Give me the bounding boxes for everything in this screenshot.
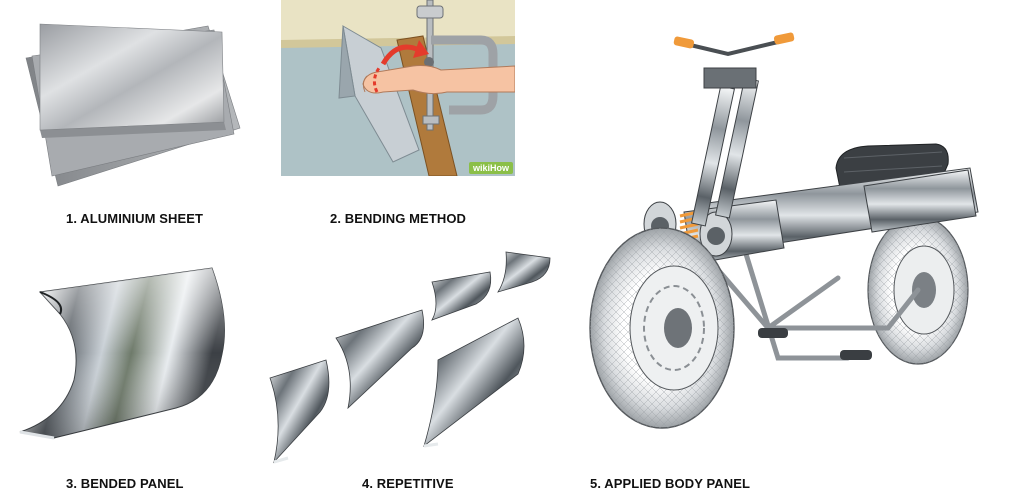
left-footpeg	[758, 328, 788, 338]
strip-piece-4	[269, 359, 330, 464]
strip-piece-1	[497, 251, 551, 293]
bend-arrow	[380, 44, 421, 66]
strip-piece-5	[423, 317, 525, 448]
frame	[705, 225, 921, 361]
strip-piece-3	[335, 309, 425, 410]
bended-panel-image	[16, 258, 236, 448]
right-grip	[773, 32, 795, 45]
strip-piece-2	[431, 271, 492, 321]
caption-bending-method: 2. BENDING METHOD	[330, 211, 467, 226]
front-wheel	[589, 227, 735, 429]
body-panel-rear	[863, 169, 977, 233]
caption-aluminium-sheet: 1. ALUMINIUM SHEET	[66, 211, 204, 226]
bending-method-illustration: wikiHow	[281, 0, 515, 176]
suspension-spring	[679, 210, 699, 242]
aluminium-sheet-image	[18, 18, 248, 198]
repetitive-panels-image	[262, 248, 554, 466]
left-grip	[673, 36, 695, 49]
sheet-edge	[40, 122, 226, 138]
right-footpeg	[840, 350, 872, 360]
watermark-text: wikiHow	[472, 163, 509, 173]
sheet-top	[39, 23, 225, 131]
watermark-badge: wikiHow	[468, 162, 513, 174]
front-fork	[691, 67, 759, 227]
caption-applied-body-panel: 5. APPLIED BODY PANEL	[590, 476, 751, 491]
caption-bended-panel: 3. BENDED PANEL	[66, 476, 184, 491]
caption-repetitive: 4. REPETITIVE	[362, 476, 454, 491]
handlebar	[685, 40, 779, 57]
motorbike-render	[588, 28, 990, 456]
